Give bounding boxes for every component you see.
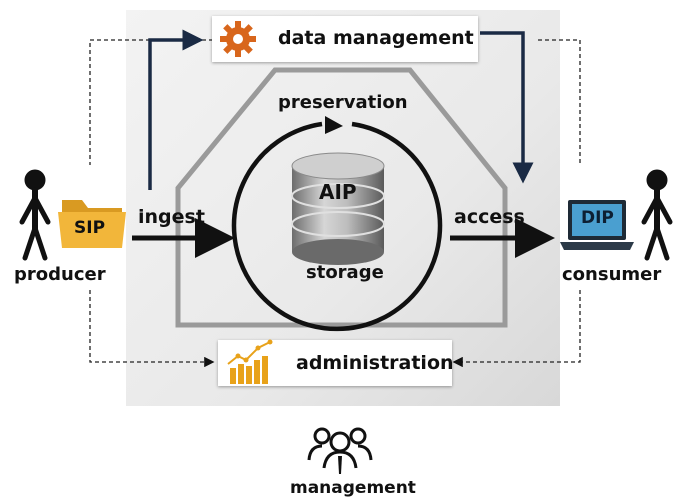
sip-label: SIP xyxy=(74,218,106,238)
administration-box: administration xyxy=(218,339,454,386)
archive-house-outline xyxy=(175,67,508,328)
producer-person-icon xyxy=(19,169,51,261)
growth-chart-icon xyxy=(227,339,273,384)
gear-icon xyxy=(220,21,256,57)
data-management-label: data management xyxy=(278,27,474,49)
producer-label: producer xyxy=(14,264,106,285)
aip-label: AIP xyxy=(319,180,357,204)
people-group-icon xyxy=(307,427,373,474)
laptop-icon xyxy=(560,200,634,250)
consumer-label: consumer xyxy=(562,264,662,285)
database-icon xyxy=(291,152,385,265)
ingest-label: ingest xyxy=(138,206,205,228)
producer-to-management-arrow xyxy=(148,29,204,190)
data-management-box: data management xyxy=(212,16,478,62)
preservation-label: preservation xyxy=(278,92,408,113)
administration-label: administration xyxy=(296,352,454,374)
management-to-consumer-arrow xyxy=(480,31,534,184)
dip-label: DIP xyxy=(581,208,614,228)
storage-label: storage xyxy=(306,262,384,283)
access-label: access xyxy=(454,206,525,228)
folder-icon xyxy=(58,200,126,248)
consumer-person-icon xyxy=(641,169,673,261)
dashed-connectors xyxy=(89,39,581,368)
management-label: management xyxy=(290,478,416,498)
preservation-arrowhead xyxy=(325,116,343,134)
preservation-cycle-arrow xyxy=(231,121,443,332)
